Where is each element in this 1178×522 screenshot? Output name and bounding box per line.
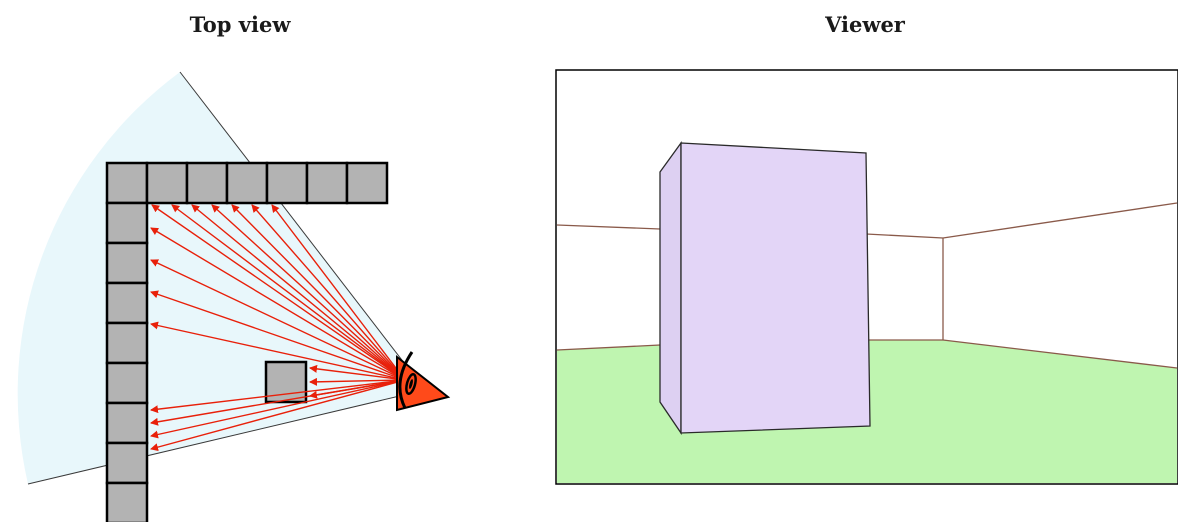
wall-block bbox=[105, 201, 149, 245]
left-wall bbox=[105, 201, 149, 522]
ray bbox=[150, 379, 406, 414]
viewer-title: Viewer bbox=[825, 12, 905, 37]
ray bbox=[150, 379, 406, 426]
fov-boundary-lower bbox=[27, 389, 426, 485]
ray bbox=[271, 204, 406, 381]
wall-block bbox=[105, 481, 149, 522]
wall-block bbox=[305, 161, 349, 205]
wall-block bbox=[105, 321, 149, 365]
wall-block bbox=[185, 161, 229, 205]
top-wall bbox=[105, 161, 389, 205]
wall-block bbox=[345, 161, 389, 205]
ray bbox=[150, 290, 406, 381]
ray bbox=[309, 377, 406, 386]
wall-block bbox=[105, 241, 149, 285]
wall-block bbox=[265, 161, 309, 205]
ray bbox=[150, 259, 406, 381]
top-view-title: Top view bbox=[189, 12, 291, 37]
ray bbox=[231, 204, 406, 381]
eye-icon bbox=[396, 351, 451, 412]
wall-block bbox=[105, 441, 149, 485]
ray bbox=[211, 204, 406, 381]
lavender-box bbox=[659, 140, 871, 436]
wall-block bbox=[105, 401, 149, 445]
ray bbox=[150, 379, 406, 439]
ray bbox=[191, 204, 406, 381]
room-lines bbox=[556, 202, 1178, 369]
wall-block bbox=[105, 281, 149, 325]
ray bbox=[171, 204, 406, 381]
wall-block bbox=[145, 161, 189, 205]
ray bbox=[150, 321, 406, 381]
viewer-panel bbox=[555, 69, 1178, 485]
field-of-view-wedge bbox=[17, 72, 426, 484]
ray bbox=[151, 204, 406, 381]
fov-boundary-upper bbox=[179, 71, 426, 391]
ray bbox=[251, 204, 406, 381]
rays bbox=[150, 204, 406, 452]
ray bbox=[150, 379, 406, 452]
top-view-panel bbox=[17, 71, 451, 522]
wall-block bbox=[225, 161, 269, 205]
wall-block bbox=[105, 361, 149, 405]
wall-block bbox=[105, 161, 149, 205]
ray bbox=[150, 227, 406, 381]
ray bbox=[309, 364, 406, 381]
